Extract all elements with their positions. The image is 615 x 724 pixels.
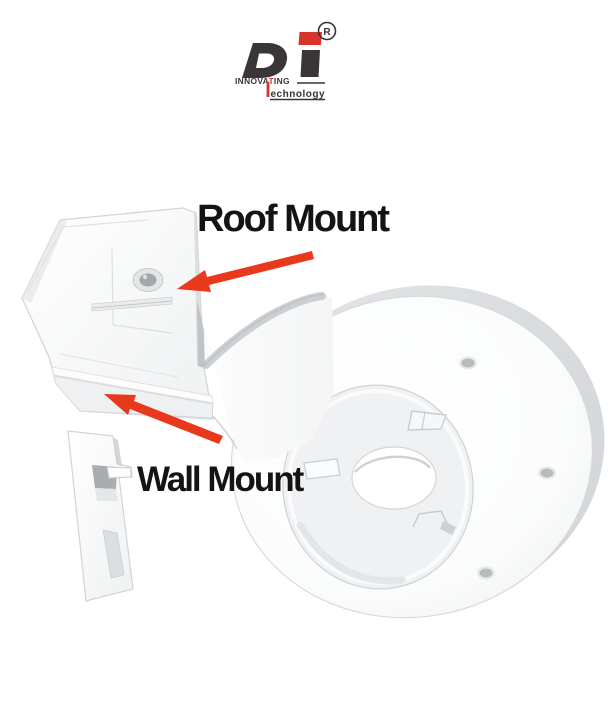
tagline-red-t: T [268, 76, 274, 86]
logo-letter-i-stem [300, 50, 320, 77]
roof-mount-label: Roof Mount [197, 198, 390, 240]
hook-slot-shadow [95, 488, 118, 501]
center-hole [351, 446, 437, 510]
neck-edge [202, 293, 325, 368]
plate-groove-shadow [92, 300, 172, 309]
left-notch-tab [303, 458, 341, 480]
top-clip-tab [407, 410, 447, 431]
screw-hole [538, 466, 556, 480]
tagline-red-t-stem [266, 82, 270, 97]
top-clip-tab-detail [421, 411, 426, 430]
roof-plate-screw [132, 268, 164, 292]
roof-mount-arrow [177, 251, 314, 292]
screw-block-edges [111, 248, 173, 334]
arm-right-shade-dark [197, 300, 205, 368]
bracket-neck [196, 286, 334, 462]
screw-hole [477, 566, 495, 580]
neck-chamfer [202, 292, 326, 369]
bottom-clip-tab-tip [440, 521, 456, 535]
registered-mark-letter: R [323, 27, 331, 38]
screw-hole [459, 356, 477, 370]
rail-highlight [59, 353, 179, 378]
brand-logo: R INNOVATING echnology [235, 21, 337, 101]
logo-letter-d [242, 43, 288, 78]
center-hole-shadow [354, 455, 431, 473]
wall-mount-ledge [51, 366, 214, 404]
lower-arm-right-shade [113, 437, 122, 466]
wall-mount-arrow [104, 394, 223, 444]
wall-mount-label: Wall Mount [137, 460, 304, 499]
neck-bottom-edge [210, 413, 238, 450]
logo-letter-i-dot [298, 32, 322, 45]
tagline-ing: ING [274, 76, 290, 86]
plate-bevel-line [26, 219, 149, 294]
bottom-clip-tab [412, 510, 450, 528]
hook-slot-tab [106, 466, 132, 479]
recess-bottom-shadow [296, 521, 406, 585]
logo-tagline-line2: echnology [271, 89, 326, 100]
tagline-innova: INNOVA [235, 76, 269, 86]
logo-tagline-line1: INNOVATING [235, 76, 290, 86]
registered-mark: R [317, 21, 337, 41]
lower-channel [102, 529, 125, 579]
